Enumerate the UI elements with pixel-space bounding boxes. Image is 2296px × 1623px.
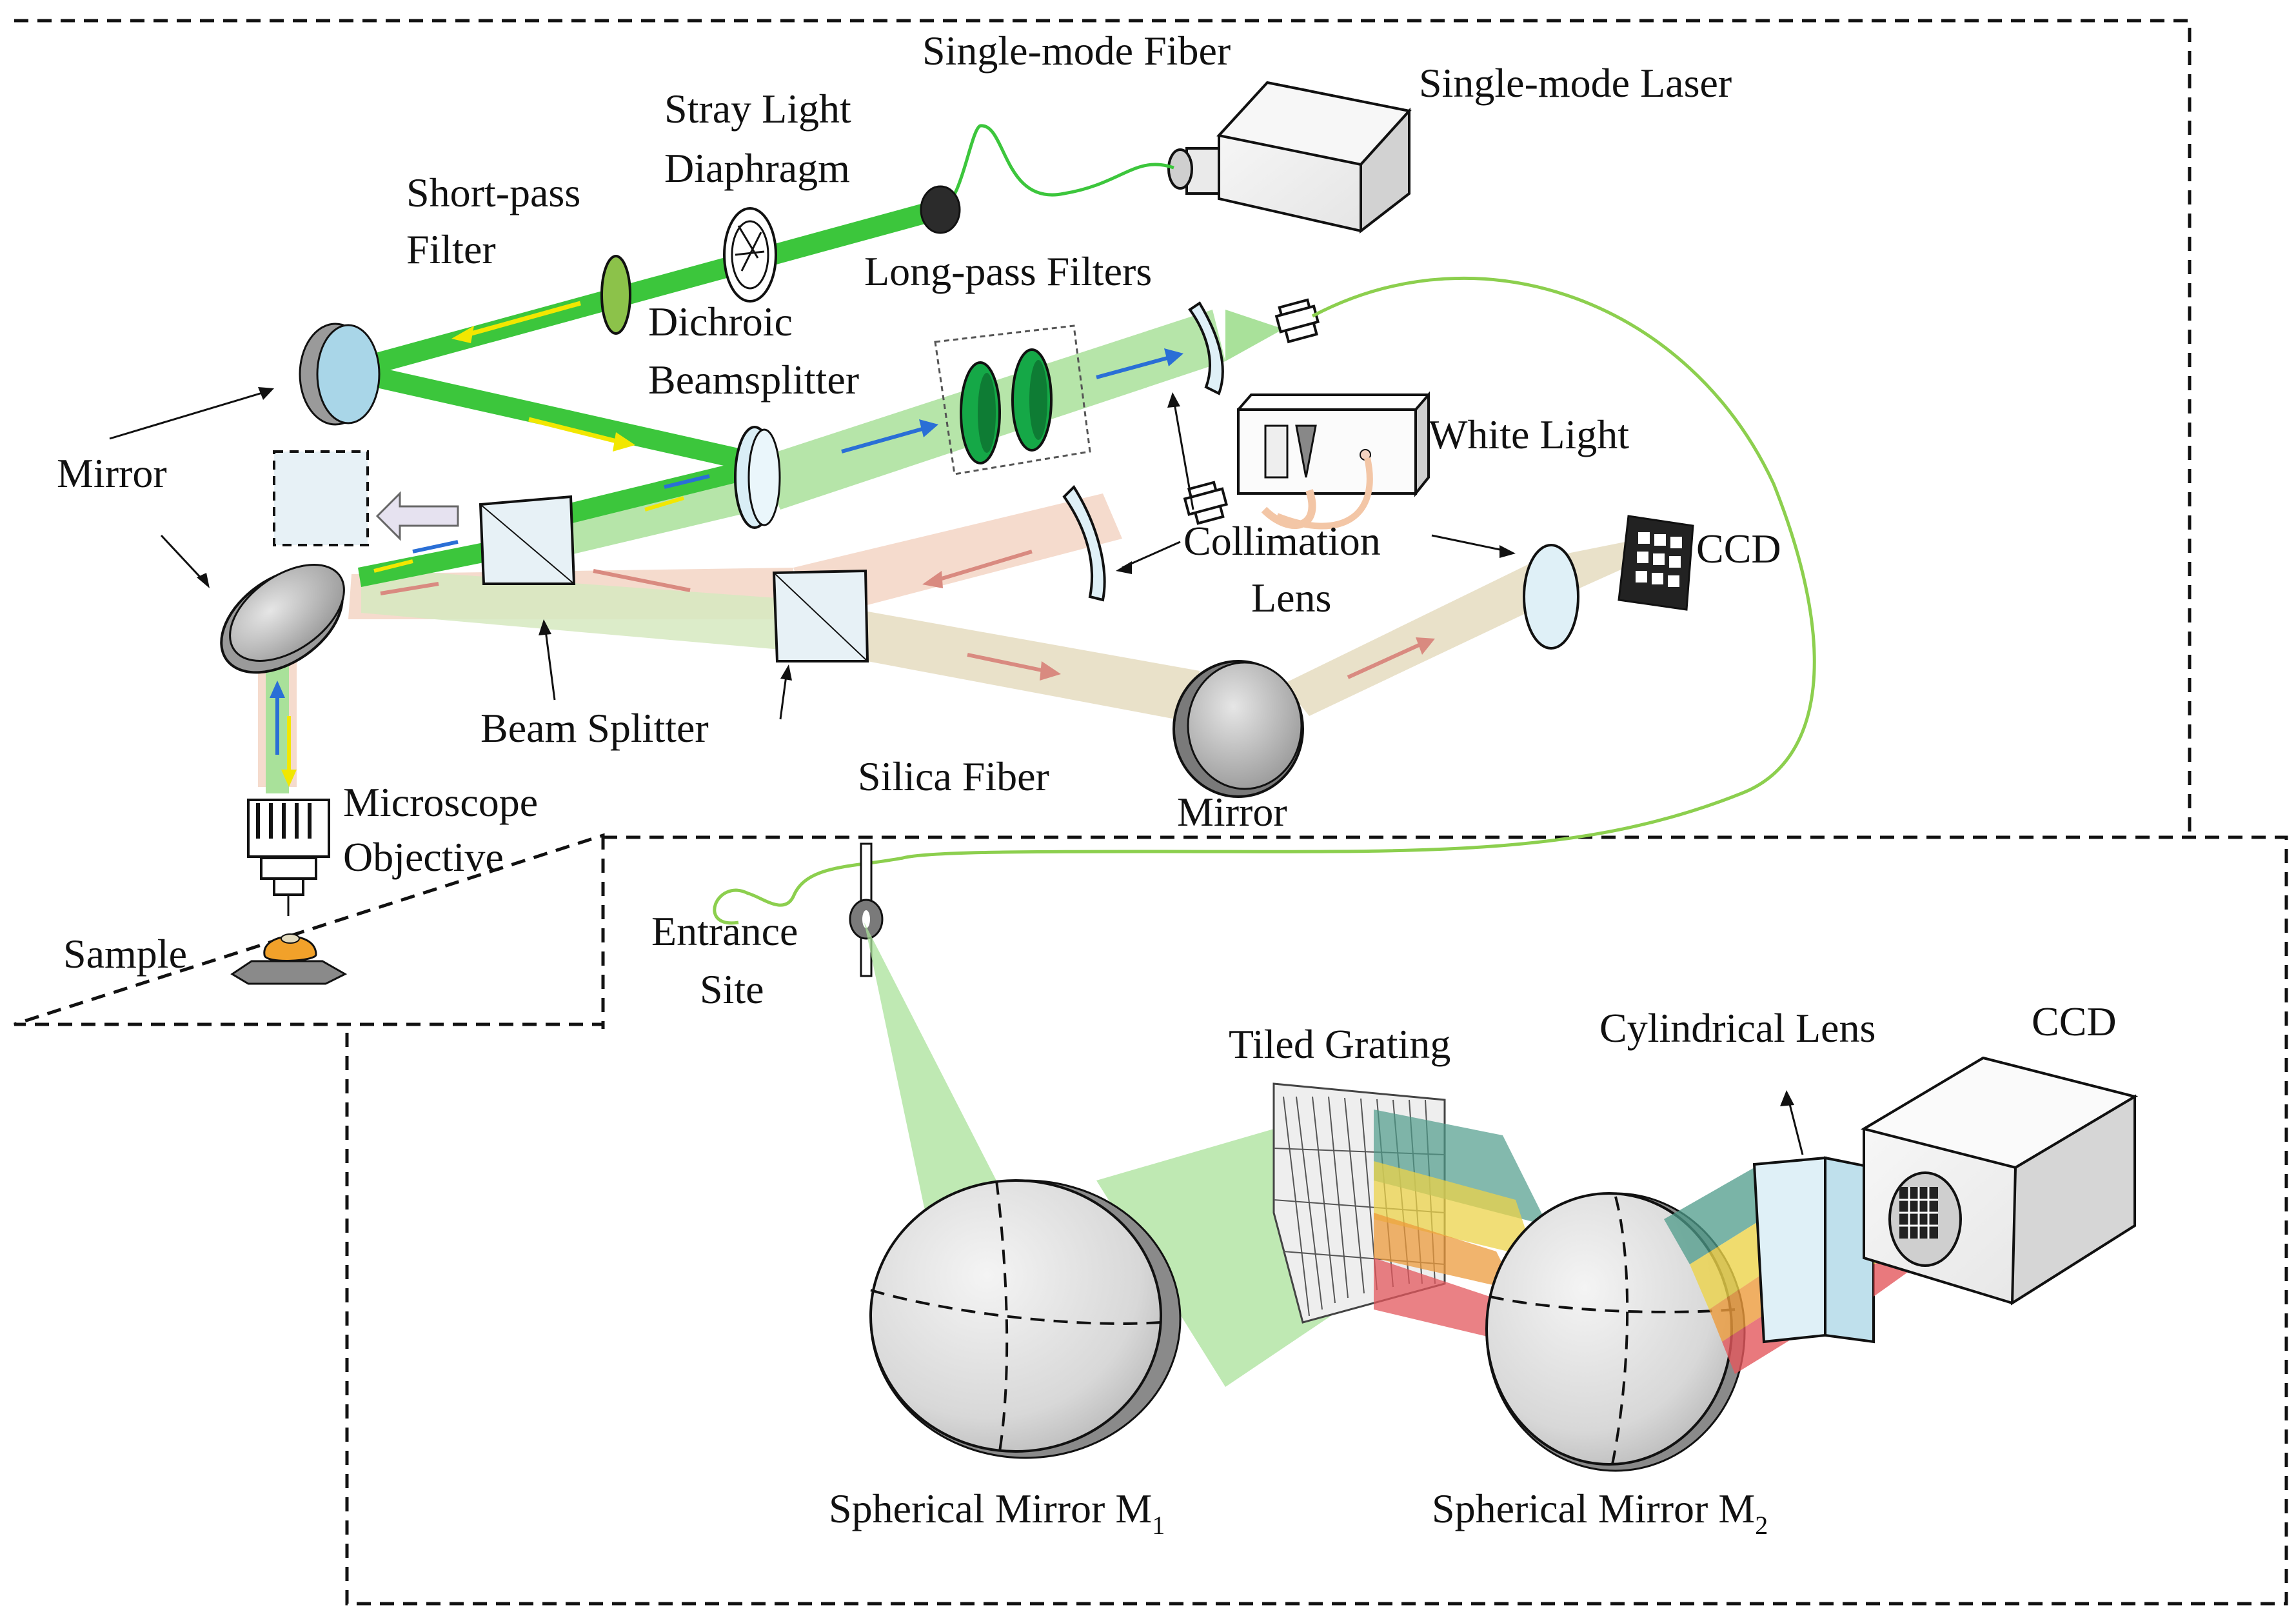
pink-arrow-bs <box>593 569 691 592</box>
label-long-pass-filters: Long-pass Filters <box>864 248 1152 294</box>
label-stray-light-1: Stray Light <box>664 86 851 132</box>
label-spherical-m2-sub: 2 <box>1755 1511 1768 1540</box>
fiber-coupler-top-right <box>1274 298 1320 344</box>
label-spherical-m1-main: Spherical Mirror M <box>829 1486 1152 1531</box>
silica-fiber-line <box>713 276 1816 925</box>
spherical-mirror-m1 <box>869 1179 1182 1459</box>
yellow-arrow-left <box>373 559 413 573</box>
label-collimation-2: Lens <box>1251 575 1331 621</box>
collimation-lens <box>1062 484 1106 602</box>
label-mirror-left: Mirror <box>57 450 167 496</box>
entrance-slit <box>849 842 884 977</box>
collimation-fiber-coupler <box>1183 481 1229 525</box>
label-cylindrical-lens: Cylindrical Lens <box>1599 1005 1875 1051</box>
ccd-upper <box>1618 515 1694 611</box>
blue-arrow-filters-2 <box>1096 356 1168 379</box>
label-spherical-m1-sub: 1 <box>1152 1511 1165 1540</box>
label-mirror-bottom: Mirror <box>1177 789 1287 835</box>
pink-arrowhead-collimation <box>922 571 943 588</box>
label-spherical-m2-main: Spherical Mirror M <box>1432 1486 1755 1531</box>
label-ccd-top: CCD <box>1696 526 1781 572</box>
label-single-mode-laser: Single-mode Laser <box>1419 60 1732 106</box>
raman-beam-to-collimation <box>793 493 1122 619</box>
laser-beam-mirror-to-dichroic <box>345 361 767 474</box>
pink-arrow-left <box>380 582 439 595</box>
beam-splitter-removed-position <box>273 450 369 546</box>
label-sample: Sample <box>63 931 187 977</box>
leader-cylindrical-lens <box>1786 1096 1804 1155</box>
lens-right-of-filters <box>1188 301 1224 395</box>
label-stray-light-2: Diaphragm <box>664 145 850 191</box>
single-mode-fiber-line <box>941 124 1174 208</box>
blue-arrow-filters-1 <box>841 427 923 453</box>
label-single-mode-fiber: Single-mode Fiber <box>922 28 1231 74</box>
label-beam-splitter: Beam Splitter <box>480 705 709 751</box>
mirror-left-large <box>220 564 345 674</box>
double-arrow-dichroic-blue <box>664 474 710 489</box>
label-dichroic-1: Dichroic <box>648 299 793 344</box>
laser-beam-fiber-to-mirror <box>345 200 942 381</box>
beam-splitter-cube-1 <box>479 495 576 585</box>
mirror-bottom <box>1173 660 1304 798</box>
label-entrance-1: Entrance <box>651 908 798 954</box>
microscope-objective <box>247 799 330 916</box>
label-white-light: White Light <box>1429 412 1629 457</box>
yellow-arrowhead-mirror <box>613 432 635 452</box>
pink-arrowhead-silica <box>1040 661 1061 681</box>
short-pass-filter <box>600 255 631 335</box>
light-cone-to-m1 <box>864 922 1000 1229</box>
cylindrical-lens <box>1752 1156 1875 1344</box>
labels: Single-mode Fiber Single-mode Laser Stra… <box>57 28 2117 1540</box>
ccd-lower <box>1860 1056 2139 1306</box>
pink-arrowhead-lens <box>1416 637 1435 655</box>
label-microscope-1: Microscope <box>343 779 538 825</box>
fiber-coupler-laser <box>920 185 961 234</box>
label-entrance-2: Site <box>700 966 764 1012</box>
single-mode-laser <box>1167 81 1412 234</box>
upper-dashed-frame <box>14 19 2192 1029</box>
long-pass-filters <box>934 324 1091 475</box>
yellow-arrowhead-objective <box>281 770 297 787</box>
pink-arrow-collimation <box>935 550 1033 582</box>
stray-light-diaphragm <box>723 207 777 303</box>
spectrum-band-yellow-a <box>1374 1161 1535 1258</box>
pink-arrow-lens <box>1347 643 1420 679</box>
leader-lines-upper <box>109 387 1516 720</box>
label-short-pass-2: Filter <box>406 226 496 272</box>
leader-cylindrical-lens-head <box>1780 1090 1794 1106</box>
blue-arrow-left <box>412 540 459 553</box>
yellow-arrow-filter <box>464 301 581 338</box>
label-ccd-bottom: CCD <box>2032 999 2117 1044</box>
blue-arrowhead-filters-1 <box>919 419 938 437</box>
label-spherical-m1: Spherical Mirror M1 <box>829 1486 1165 1540</box>
label-dichroic-2: Beamsplitter <box>648 357 859 403</box>
mixed-beam-bs-left <box>361 568 803 652</box>
translation-arrow <box>375 491 459 541</box>
focusing-lens <box>1523 544 1579 650</box>
sample-stage <box>230 933 348 985</box>
label-microscope-2: Objective <box>343 834 504 880</box>
pink-arrow-silica <box>967 653 1045 673</box>
double-arrow-dichroic-yellow <box>644 496 684 512</box>
label-short-pass-1: Short-pass <box>406 170 580 215</box>
blue-arrowhead-objective <box>270 681 285 698</box>
spectrum-band-orange-a <box>1374 1213 1516 1290</box>
label-collimation-1: Collimation <box>1183 518 1381 564</box>
beam-splitter-cube-2 <box>772 569 869 662</box>
blue-arrowhead-filters-2 <box>1164 348 1183 366</box>
spectrum-band-red-a <box>1374 1258 1509 1342</box>
yellow-arrowhead-filter <box>451 326 474 343</box>
label-silica-fiber: Silica Fiber <box>858 753 1049 799</box>
spectrum-band-teal-a <box>1374 1110 1548 1226</box>
yellow-arrow-mirror <box>528 417 620 444</box>
lower-dashed-frame <box>345 835 2288 1606</box>
green-wide-right <box>1225 310 1283 361</box>
label-spherical-m2: Spherical Mirror M2 <box>1432 1486 1768 1540</box>
beam-direction-arrows <box>270 301 1435 787</box>
label-tiled-grating: Tiled Grating <box>1229 1021 1450 1067</box>
mirror-top-left <box>299 323 381 426</box>
white-light-source <box>1237 391 1430 530</box>
dichroic-beamsplitter <box>734 426 781 529</box>
